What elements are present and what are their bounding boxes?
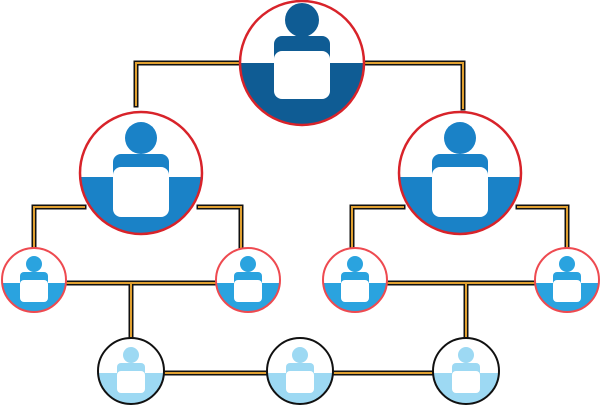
- person-at-desk-icon: [553, 256, 581, 302]
- connector-midleft-left: [31, 204, 87, 251]
- person-at-desk-icon: [432, 122, 488, 217]
- node-team-member-1[interactable]: [0, 247, 68, 315]
- person-at-desk-icon: [117, 347, 145, 393]
- connector-midright-right: [515, 204, 570, 251]
- connector-team-right-bus: [384, 280, 538, 341]
- connector-top-left: [133, 60, 243, 108]
- node-manager-left[interactable]: [78, 110, 204, 237]
- node-top-manager[interactable]: [238, 0, 366, 127]
- node-staff-1[interactable]: [96, 337, 166, 407]
- connector-lines: [31, 60, 570, 376]
- node-staff-3[interactable]: [431, 337, 501, 407]
- node-team-member-2[interactable]: [214, 247, 282, 315]
- person-at-desk-icon: [286, 347, 314, 393]
- node-staff-2[interactable]: [265, 337, 335, 407]
- person-at-desk-icon: [452, 347, 480, 393]
- connector-top-right: [361, 60, 466, 111]
- person-at-desk-icon: [113, 122, 169, 217]
- person-at-desk-icon: [20, 256, 48, 302]
- node-team-member-4[interactable]: [533, 247, 600, 315]
- connectors-inner: [33, 62, 568, 374]
- connector-team-left-bus: [63, 280, 219, 341]
- person-at-desk-icon: [341, 256, 369, 302]
- node-manager-right[interactable]: [397, 110, 523, 237]
- node-team-member-3[interactable]: [321, 247, 389, 315]
- connector-midleft-right: [196, 204, 244, 251]
- person-at-desk-icon: [274, 3, 330, 99]
- connector-midright-left: [349, 204, 406, 251]
- person-at-desk-icon: [234, 256, 262, 302]
